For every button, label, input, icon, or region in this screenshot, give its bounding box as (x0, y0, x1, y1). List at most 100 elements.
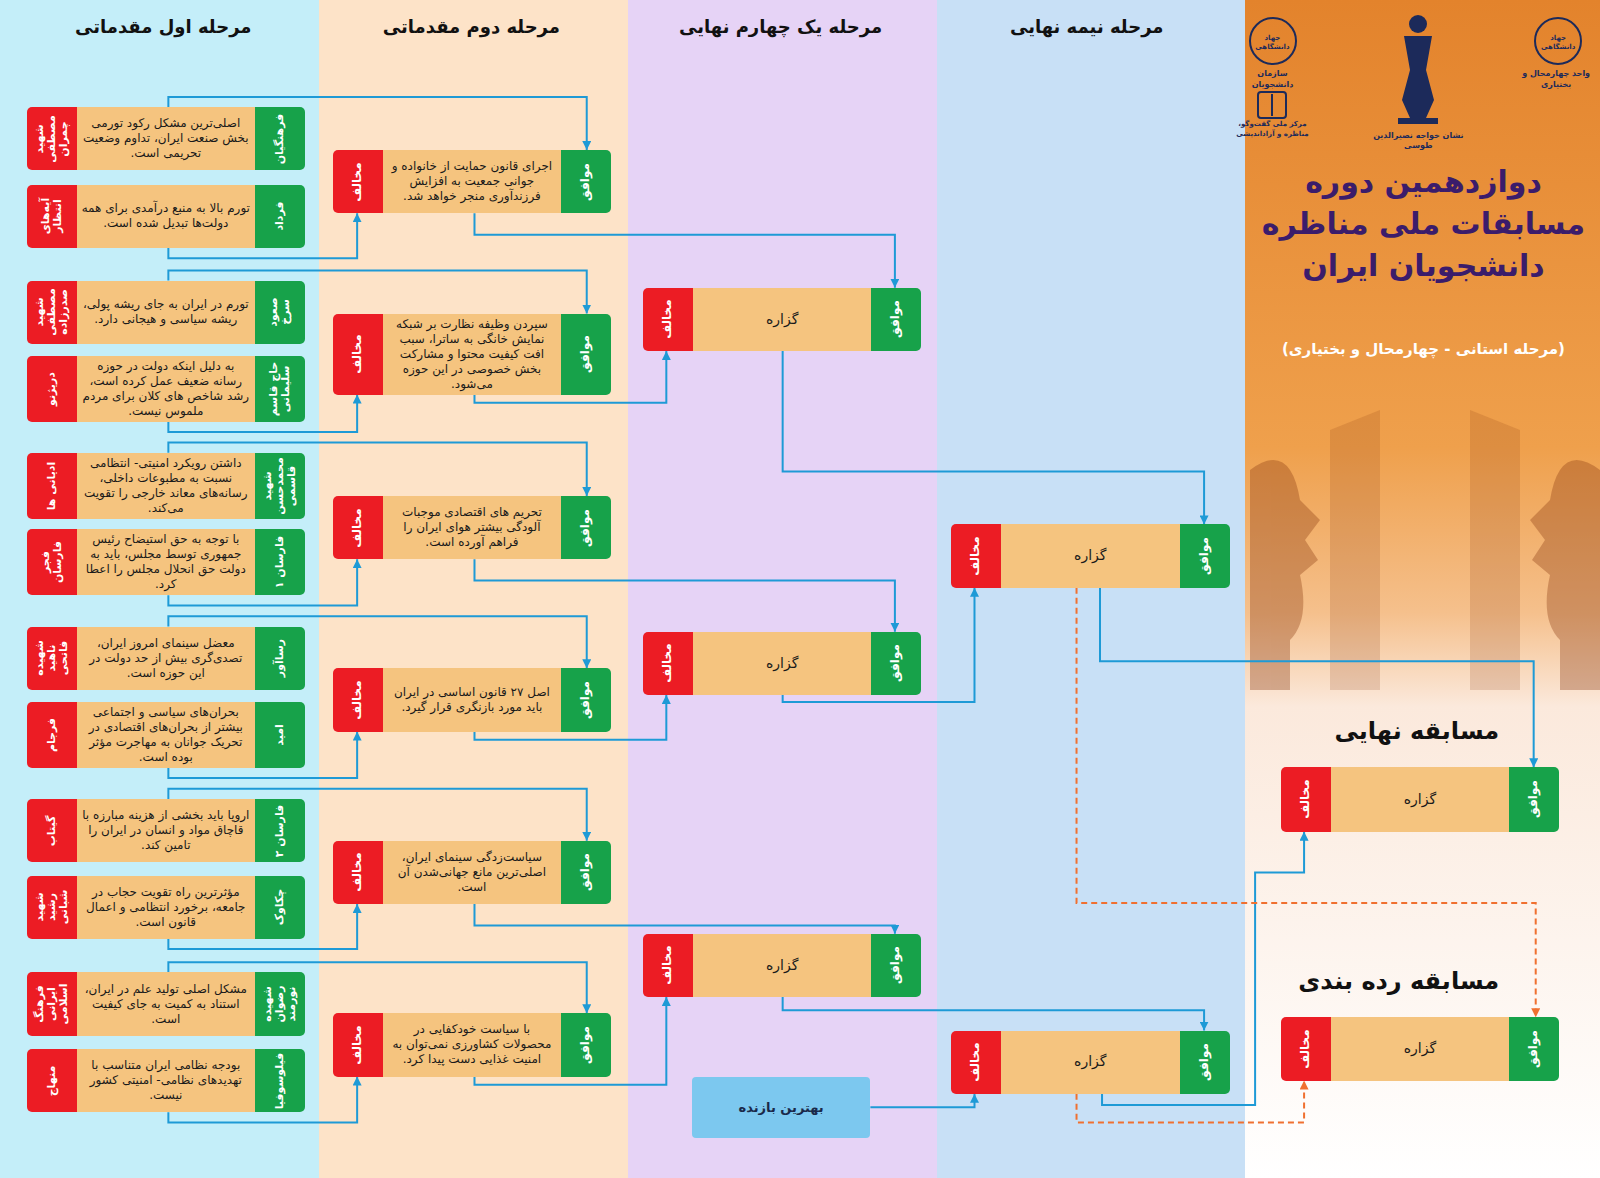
match-box: مخالفبا سیاست خودکفایی در محصولات کشاورز… (333, 1013, 612, 1076)
column-heading: مرحله نیمه نهایی (939, 15, 1235, 38)
motion-panel: اروپا باید بخشی از هزینه مبارزه با قاچاق… (77, 799, 256, 862)
against-tab: مخالف (333, 496, 383, 559)
trophy-symbol (1398, 15, 1438, 124)
against-tab: مخالف (951, 524, 1001, 587)
against-tab: مخالف (333, 1013, 383, 1076)
against-tab: مخالف (333, 314, 383, 395)
for-tab: موافق (1180, 1031, 1230, 1094)
column-band (319, 0, 628, 1178)
motion-panel: گزاره (693, 288, 872, 351)
advance-connector (783, 997, 1204, 1031)
motion-panel: گزاره (1001, 524, 1180, 587)
logo-caption: مرکز ملی گفت‌وگو، مناظره و آزاداندیشی (1236, 120, 1309, 138)
motion-placeholder: گزاره (766, 957, 798, 975)
team-name: شهیده ناهید فاتحی (33, 629, 69, 687)
team-name: شهید رشید شبانی (33, 878, 69, 936)
for-tab: فیلوسوفیا (255, 1049, 305, 1112)
motion-text: تورم بالا به منبع درآمدی برای همه دولت‌ه… (82, 201, 251, 231)
column-heading: مرحله یک چهارم نهایی (633, 15, 929, 38)
side-label: مخالف (351, 325, 364, 383)
motion-panel: اصلی‌ترین مشکل رکود تورمی بخش صنعت ایران… (77, 107, 256, 170)
column-heading: مرحله اول مقدماتی (15, 15, 311, 38)
motion-panel: سیاست‌زدگی سینمای ایران، اصلی‌ترین مانع … (383, 841, 562, 904)
against-tab: منهاج (27, 1049, 77, 1112)
logos (1250, 18, 1581, 118)
advance-connector (1100, 588, 1534, 768)
side-label: موافق (580, 671, 593, 729)
side-label: موافق (890, 290, 903, 348)
team-name: چکاوک (274, 878, 286, 936)
motion-panel: مؤثرترین راه تقویت حجاب در جامعه، برخورد… (77, 876, 256, 939)
for-tab: فرداد (255, 185, 305, 248)
motion-panel: گزاره (693, 632, 872, 695)
team-name: فرجام (45, 706, 57, 764)
against-tab: فرهنگ ایرانی اسلامی (27, 972, 77, 1035)
motion-text: اروپا باید بخشی از هزینه مبارزه با قاچاق… (82, 808, 251, 853)
team-name: فارسان ۲ (274, 802, 286, 860)
logo-caption: سازمان دانشجویان (1236, 69, 1309, 90)
motion-panel: داشتن رویکرد امنیتی- انتظامی نسبت به مطب… (77, 453, 256, 519)
match-box: شهیده ناهید فاتحیمعضل سینمای امروز ایران… (27, 627, 306, 690)
motion-text: تحریم های اقتصادی موجبات آلودگی بیشتر هو… (388, 505, 557, 550)
logo-circle (1250, 18, 1296, 64)
match-heading: مسابقه رده بندی (1298, 967, 1499, 995)
motion-panel: تورم در ایران به جای ریشه پولی، ریشه سیا… (77, 281, 256, 344)
side-label: مخالف (351, 671, 364, 729)
team-name: ادیانی ها (45, 457, 57, 515)
team-name: فجر فارسان (39, 533, 63, 591)
against-tab: مخالف (333, 841, 383, 904)
team-name: منهاج (45, 1052, 57, 1110)
motion-text: تورم در ایران به جای ریشه پولی، ریشه سیا… (82, 297, 251, 327)
team-name: فرهنگیان (274, 110, 286, 168)
team-name: صعود سرخ (268, 283, 292, 341)
for-tab: امید (255, 702, 305, 768)
against-tab: شهیده ناهید فاتحی (27, 627, 77, 690)
logo-book (1271, 94, 1273, 116)
side-label: موافق (1528, 770, 1541, 828)
team-name: فرداد (274, 187, 286, 245)
column-band (937, 0, 1245, 1178)
motion-placeholder: گزاره (1404, 1040, 1436, 1058)
motion-panel: با سیاست خودکفایی در محصولات کشاورزی نمی… (383, 1013, 562, 1076)
side-label: مخالف (351, 843, 364, 901)
match-box: مخالفاصل ۲۷ قانون اساسی در ایران باید مو… (333, 668, 612, 731)
motion-panel: سپردن وظیفه نظارت بر شبکه نمایش خانگی به… (383, 314, 562, 395)
advance-connector (783, 351, 1204, 524)
subtitle: (مرحله استانی - چهارمحال و بختیاری) (1250, 340, 1597, 360)
against-tab: مخالف (1281, 767, 1331, 831)
side-label: مخالف (1299, 770, 1312, 828)
advance-connector (870, 1094, 974, 1107)
side-label: موافق (580, 1016, 593, 1074)
team-name: شهیده رضوان نورمند (262, 975, 298, 1033)
for-tab: موافق (1180, 524, 1230, 587)
team-name: رساآور (274, 629, 286, 687)
advance-connector (474, 904, 894, 934)
motion-text: با توجه به حق استیضاح رئیس جمهوری توسط م… (82, 532, 251, 592)
match-box: گیتاباروپا باید بخشی از هزینه مبارزه با … (27, 799, 306, 862)
match-heading: مسابقه نهایی (1335, 717, 1500, 745)
for-tab: موافق (561, 1013, 611, 1076)
against-tab: شهید مصطفی صدرزاده (27, 281, 77, 344)
against-tab: مخالف (1281, 1017, 1331, 1080)
match-box: مخالفتحریم های اقتصادی موجبات آلودگی بیش… (333, 496, 612, 559)
against-tab: مخالف (643, 632, 693, 695)
against-tab: فجر فارسان (27, 529, 77, 595)
bye-box: بهترین بازنده (692, 1077, 871, 1138)
side-label: مخالف (969, 1033, 982, 1091)
against-tab: آیه‌های انتظار (27, 185, 77, 248)
for-tab: صعود سرخ (255, 281, 305, 344)
column-heading: مرحله دوم مقدماتی (323, 15, 619, 38)
motion-text: بحران‌های سیاسی و اجتماعی بیشتر از بحران… (82, 705, 251, 765)
motion-panel: بودجه نظامی ایران متناسب با تهدیدهای نظا… (77, 1049, 256, 1112)
bye-label: بهترین بازنده (734, 1096, 827, 1119)
team-name: دریژنو (45, 360, 57, 418)
match-box: مخالف سیاست‌زدگی سینمای ایران، اصلی‌ترین … (333, 841, 612, 904)
motion-panel: اجرای قانون حمایت از خانواده و جوانی جمع… (383, 150, 562, 213)
against-tab: دریژنو (27, 356, 77, 422)
match-box: آیه‌های انتظارتورم بالا به منبع درآمدی ب… (27, 185, 306, 248)
logo-circle (1535, 18, 1581, 64)
side-label: موافق (1528, 1020, 1541, 1078)
side-label: مخالف (1299, 1020, 1312, 1078)
match-box: شهید رشید شبانیمؤثرترین راه تقویت حجاب د… (27, 876, 306, 939)
for-tab: موافق (561, 668, 611, 731)
